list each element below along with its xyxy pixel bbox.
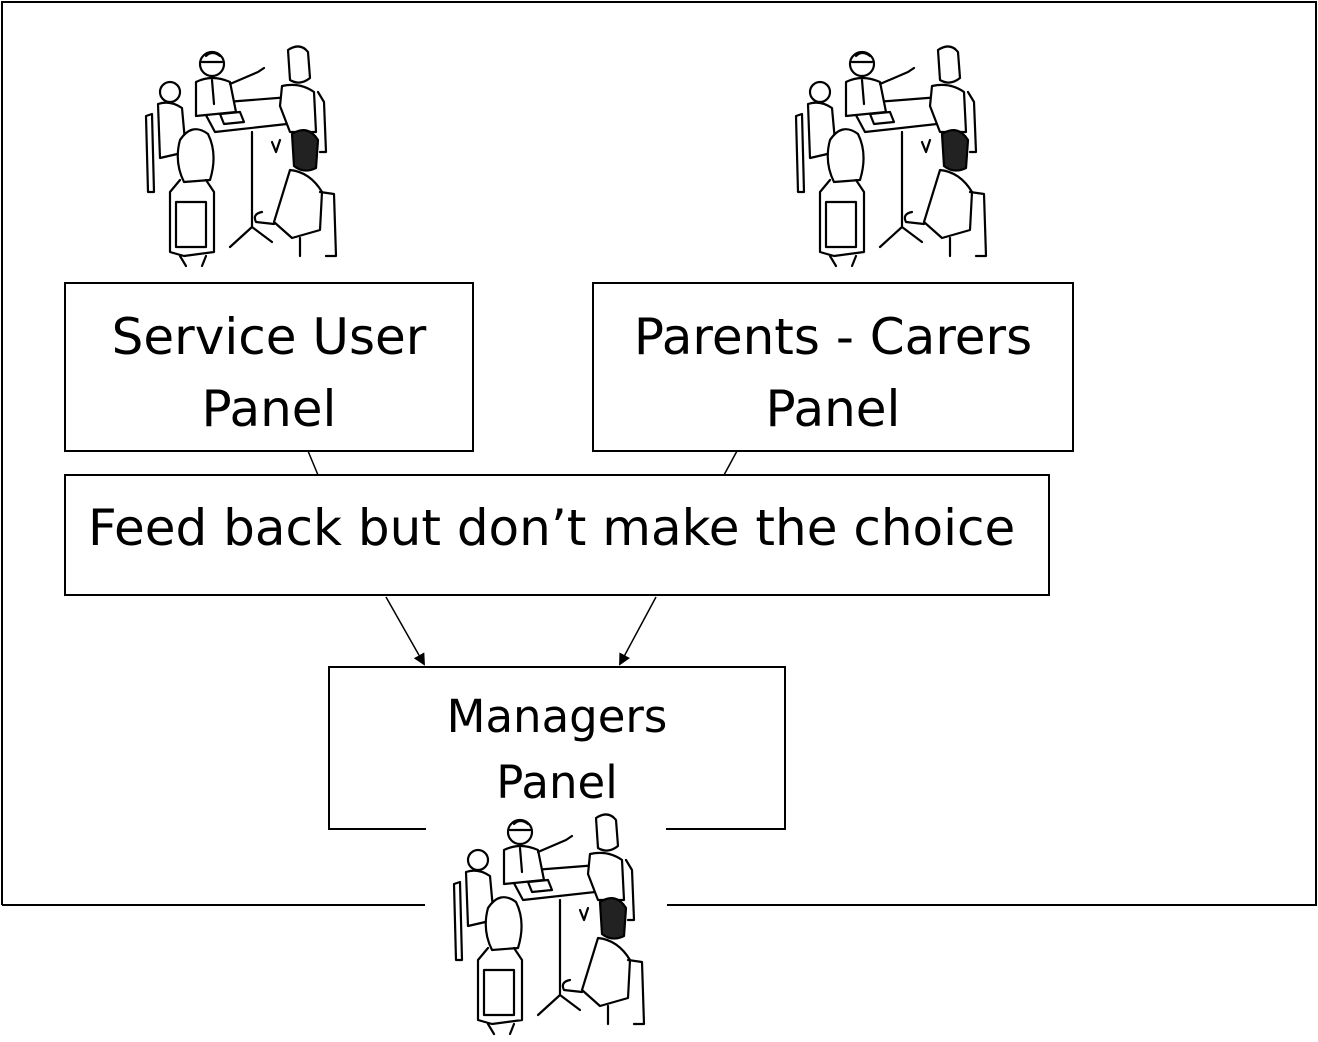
service-user-panel-subtitle: Panel (201, 380, 337, 438)
meeting-icon-parents-carers (794, 45, 988, 268)
connector-parents-carers (723, 450, 738, 476)
service-user-panel-title: Service User (111, 308, 427, 366)
service-user-panel: Service User Panel (64, 282, 474, 452)
parents-carers-panel-subtitle: Panel (765, 380, 901, 438)
meeting-icon-service-user (144, 45, 338, 268)
managers-illustration-backing (426, 812, 666, 1042)
managers-panel-title: Managers (446, 690, 668, 743)
managers-panel: Managers Panel (328, 666, 786, 830)
connector-service-user (307, 450, 319, 476)
parents-carers-panel: Parents - Carers Panel (592, 282, 1074, 452)
arrow-to-managers-left (385, 596, 425, 666)
managers-panel-subtitle: Panel (496, 756, 618, 809)
feedback-text: Feed back but don’t make the choice (88, 499, 1016, 557)
outer-frame (1, 1, 1317, 906)
feedback-box: Feed back but don’t make the choice (64, 474, 1050, 596)
parents-carers-panel-title: Parents - Carers (633, 308, 1033, 366)
arrow-to-managers-right (619, 596, 657, 666)
meeting-icon-managers (452, 813, 646, 1036)
